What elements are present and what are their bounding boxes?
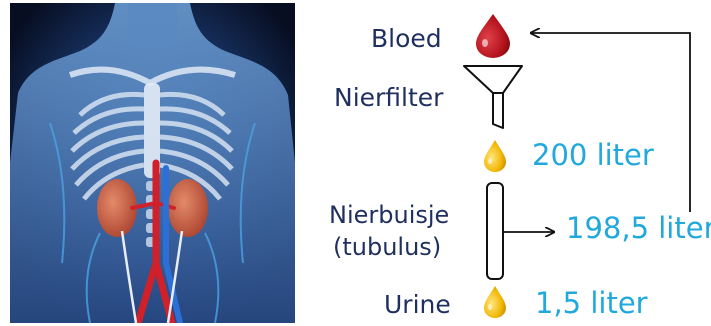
urine-drop-icon bbox=[484, 286, 506, 318]
funnel-filter-icon bbox=[464, 66, 522, 128]
tubule-icon bbox=[487, 183, 503, 279]
blood-drop-icon bbox=[476, 14, 510, 58]
filtrate-drop-icon bbox=[484, 140, 506, 172]
return-to-blood-arrow bbox=[532, 33, 690, 212]
